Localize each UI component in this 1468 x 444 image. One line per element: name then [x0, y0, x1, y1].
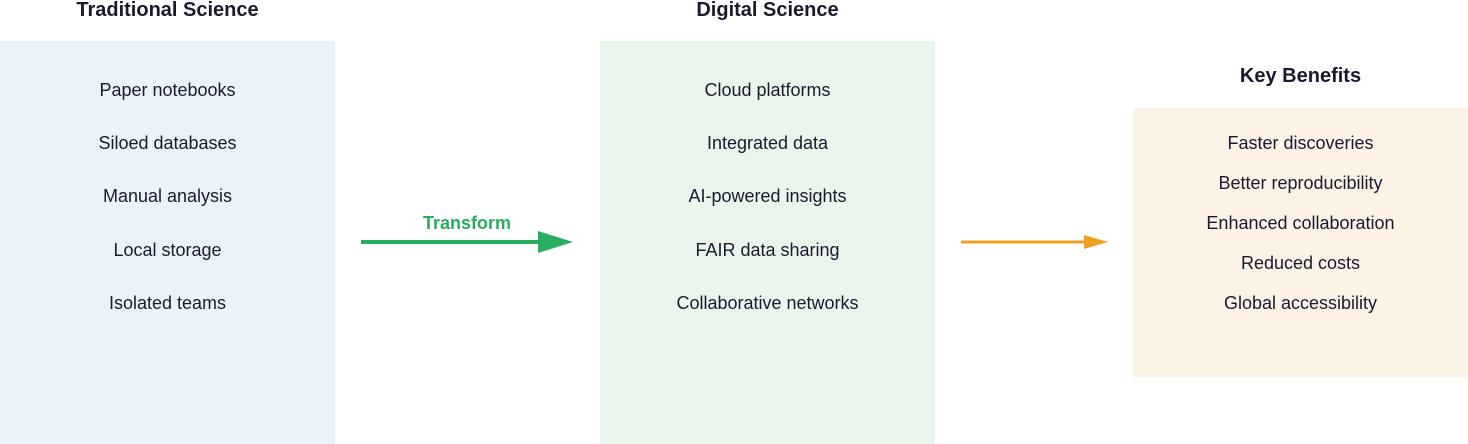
benefit-item-reduced-costs: Reduced costs: [1240, 253, 1361, 273]
digital-item-integrated-data: Integrated data: [706, 133, 829, 153]
key-benefits-box: Faster discoveries Better reproducibilit…: [1133, 108, 1468, 377]
digital-item-fair-data-sharing: FAIR data sharing: [695, 240, 840, 260]
traditional-item-isolated-teams: Isolated teams: [108, 293, 227, 313]
benefit-item-global-accessibility: Global accessibility: [1223, 293, 1378, 313]
digital-item-cloud-platforms: Cloud platforms: [704, 80, 831, 100]
key-benefits-title: Key Benefits: [1239, 65, 1362, 87]
traditional-item-paper-notebooks: Paper notebooks: [99, 80, 236, 100]
transform-arrow-head: [538, 231, 573, 253]
traditional-science-title: Traditional Science: [76, 0, 259, 21]
digital-item-ai-powered-insights: AI-powered insights: [688, 186, 847, 206]
benefit-item-enhanced-collaboration: Enhanced collaboration: [1206, 213, 1395, 233]
digital-item-collaborative-networks: Collaborative networks: [676, 293, 859, 313]
traditional-science-box: Paper notebooks Siloed databases Manual …: [0, 41, 335, 444]
benefit-arrow-head: [1084, 235, 1108, 249]
transform-label: Transform: [422, 213, 512, 233]
benefit-item-better-reproducibility: Better reproducibility: [1218, 173, 1383, 193]
digital-science-box: Cloud platforms Integrated data AI-power…: [600, 41, 935, 444]
digital-science-title: Digital Science: [696, 0, 839, 21]
traditional-item-manual-analysis: Manual analysis: [102, 186, 233, 206]
traditional-item-siloed-databases: Siloed databases: [98, 133, 237, 153]
traditional-item-local-storage: Local storage: [113, 240, 222, 260]
benefit-item-faster-discoveries: Faster discoveries: [1227, 133, 1374, 153]
